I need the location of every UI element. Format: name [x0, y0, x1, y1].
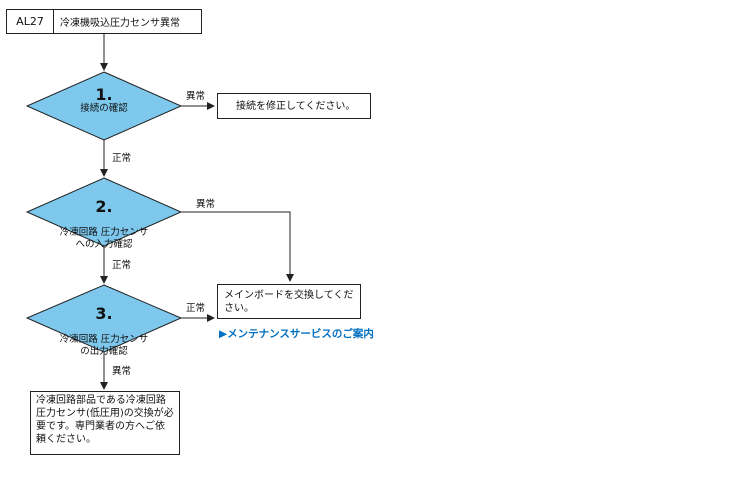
replace-main-board-text: メインボードを交換してください。: [224, 290, 354, 314]
maintenance-service-link[interactable]: ▶メンテナンスサービスのご案内: [219, 328, 374, 340]
step3-abnormal-label: 異常: [112, 366, 132, 377]
alarm-code: AL27: [7, 10, 54, 33]
step3-text: 冷凍回路 圧力センサ の出力確認: [59, 334, 149, 357]
step2-abnormal-label: 異常: [196, 199, 216, 210]
step2-text: 冷凍回路 圧力センサ への入力確認: [59, 227, 149, 250]
step1-label: 1. 接続の確認: [44, 86, 164, 115]
step2-diamond: [25, 177, 183, 247]
connector-step2-abnormal: [181, 211, 294, 282]
step2-normal-label: 正常: [112, 260, 132, 271]
step3-diamond: [25, 284, 183, 353]
step3-normal-label: 正常: [186, 303, 206, 314]
alarm-header: AL27 冷凍機吸込圧力センサ異常: [6, 9, 202, 34]
step1-abnormal-label: 異常: [186, 91, 206, 102]
fix-connection-text: 接続を修正してください。: [236, 101, 356, 112]
step1-number: 1.: [95, 85, 113, 104]
step2-label: 2. 冷凍回路 圧力センサ への入力確認: [44, 186, 164, 251]
replace-main-board-box: メインボードを交換してください。: [217, 284, 361, 319]
alarm-title: 冷凍機吸込圧力センサ異常: [60, 18, 180, 29]
step3-label: 3. 冷凍回路 圧力センサ の出力確認: [44, 293, 164, 358]
replace-circuit-parts-box: 冷凍回路部品である冷凍回路圧力センサ(低圧用)の交換が必要です。専門業者の方へご…: [30, 391, 180, 455]
step1-normal-label: 正常: [112, 153, 132, 164]
step1-text: 接続の確認: [80, 103, 128, 114]
step3-number: 3.: [95, 304, 113, 323]
fix-connection-box: 接続を修正してください。: [217, 93, 371, 119]
step1-diamond: [25, 71, 183, 141]
replace-circuit-parts-text: 冷凍回路部品である冷凍回路圧力センサ(低圧用)の交換が必要です。専門業者の方へご…: [36, 395, 174, 445]
step2-number: 2.: [95, 197, 113, 216]
